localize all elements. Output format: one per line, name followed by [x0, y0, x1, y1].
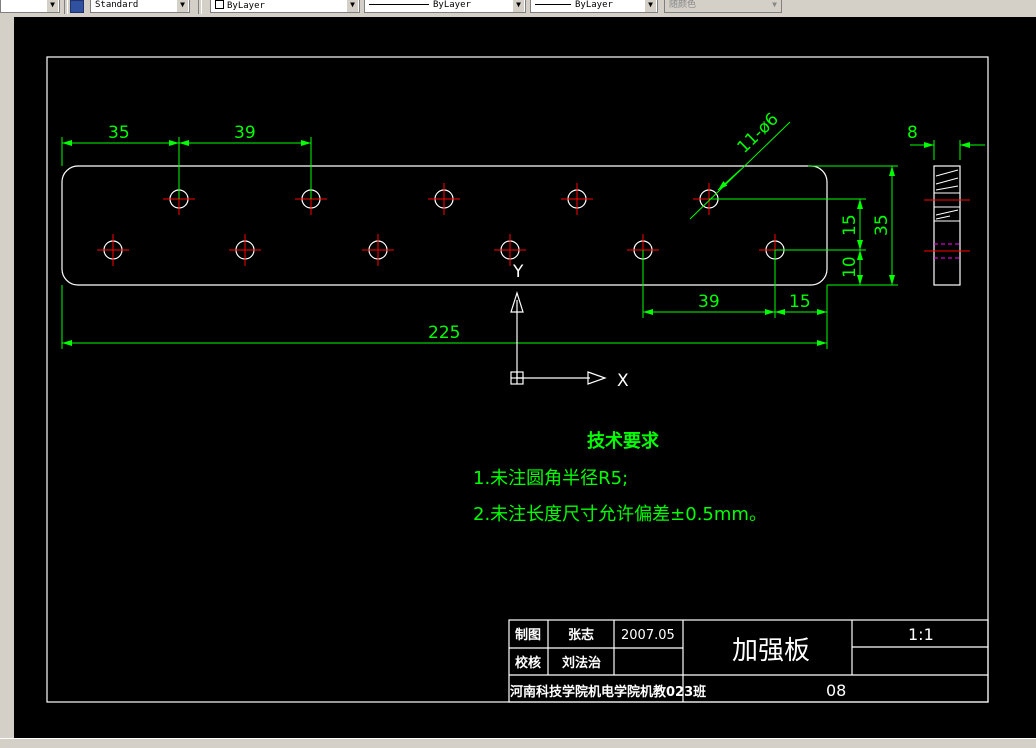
- checked-label: 校核: [515, 655, 541, 671]
- dim-15-right: 15: [840, 214, 860, 236]
- hole-centerlines: [97, 183, 791, 266]
- checked-by: 刘法治: [562, 655, 601, 671]
- layer-value: ByLayer: [227, 1, 265, 11]
- dim-35-top: 35: [108, 123, 130, 143]
- notes-item-2: 2.未注长度尺寸允许偏差±0.5mm。: [473, 504, 767, 525]
- notes-title: 技术要求: [587, 430, 660, 452]
- lineweight-preview-icon: [535, 4, 571, 5]
- plot-style-select[interactable]: 随颜色 ▼: [664, 0, 782, 13]
- toolbar-separator: [64, 0, 68, 14]
- dim-15-bottom: 15: [789, 292, 811, 312]
- dim-39-bottom: 39: [698, 292, 720, 312]
- linetype-select[interactable]: ByLayer ▼: [364, 0, 526, 13]
- layer-color-swatch-icon: [215, 0, 224, 9]
- holes-bottom-row: [103, 240, 785, 260]
- plate-outline: [61, 165, 828, 286]
- text-style-value: Standard: [95, 0, 139, 10]
- drawing-svg[interactable]: 35 39 11-ø6 8 15 10 35 39 15 225 Y X 技术要…: [14, 17, 1036, 740]
- dim-holes-callout: 11-ø6: [734, 109, 783, 157]
- toolbar-separator: [198, 0, 202, 14]
- plot-style-value: 随颜色: [669, 0, 697, 10]
- chevron-down-icon[interactable]: ▼: [347, 0, 358, 12]
- ucs-x-label: X: [617, 371, 629, 391]
- dimensions: [61, 121, 985, 349]
- drawing-scale: 1:1: [908, 625, 934, 644]
- ucs-y-label: Y: [512, 262, 524, 282]
- status-bar: [0, 738, 1036, 748]
- drawing-canvas[interactable]: 35 39 11-ø6 8 15 10 35 39 15 225 Y X 技术要…: [0, 17, 1036, 740]
- dim-225-overall: 225: [428, 323, 460, 343]
- linetype-value: ByLayer: [433, 0, 471, 10]
- drawn-label: 制图: [515, 627, 541, 643]
- properties-toolbar: ▼ Standard ▼ ByLayer ▼ ByLayer ▼ ByLayer…: [0, 0, 1036, 18]
- chevron-down-icon[interactable]: ▼: [177, 0, 188, 12]
- lineweight-select[interactable]: ByLayer ▼: [530, 0, 658, 13]
- notes-item-1: 1.未注圆角半径R5;: [473, 468, 628, 489]
- title-block: [508, 619, 989, 703]
- linetype-preview-icon: [369, 4, 429, 5]
- chevron-down-icon[interactable]: ▼: [769, 0, 780, 12]
- side-view: [924, 165, 970, 286]
- toolbar-left-combo[interactable]: ▼: [0, 0, 60, 13]
- layer-select[interactable]: ByLayer ▼: [210, 0, 360, 13]
- dim-35-right: 35: [872, 214, 892, 236]
- text-style-icon[interactable]: [70, 0, 84, 13]
- dim-10-right: 10: [840, 256, 860, 278]
- text-style-select[interactable]: Standard ▼: [90, 0, 190, 13]
- title-block-texts: 制图 张志 2007.05 校核 刘法治 加强板 1:1 河南科技学院机电学院机…: [510, 625, 934, 700]
- ucs-icon: [510, 291, 607, 385]
- part-name: 加强板: [732, 636, 810, 666]
- chevron-down-icon[interactable]: ▼: [645, 0, 656, 12]
- chevron-down-icon[interactable]: ▼: [513, 0, 524, 12]
- dim-8-thickness: 8: [907, 123, 918, 143]
- lineweight-value: ByLayer: [575, 0, 613, 10]
- drawing-number: 08: [826, 681, 846, 700]
- school-name: 河南科技学院机电学院机教023班: [510, 684, 706, 700]
- drawn-by: 张志: [568, 627, 594, 643]
- dim-39-top: 39: [234, 123, 256, 143]
- drawing-date: 2007.05: [621, 628, 675, 643]
- chevron-down-icon[interactable]: ▼: [47, 0, 58, 12]
